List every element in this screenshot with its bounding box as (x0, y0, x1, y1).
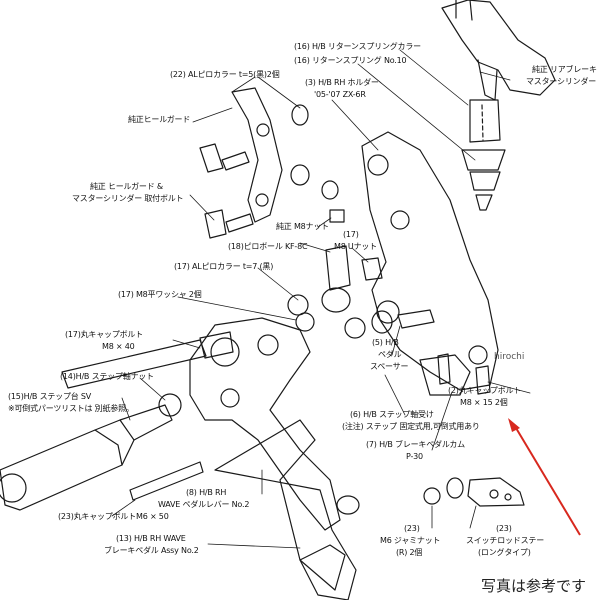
label-17-size: M8 × 40 (102, 342, 135, 351)
label-3-holder: (3) H/B RH ホルダー (305, 78, 379, 87)
label-22-collar: (22) ALピロカラー t=5(黒)2個 (170, 70, 280, 79)
label-17-washer: (17) M8平ワッシャ 2個 (118, 290, 202, 299)
mounting-bolts (199, 143, 254, 239)
label-8-lever: WAVE ペダルレバー No.2 (158, 500, 250, 509)
label-18-pillow-ball: (18)ピロボール KF-8C (228, 242, 308, 251)
label-m8-nut: 純正 M8ナット (276, 222, 329, 231)
master-cylinder-part (441, 0, 556, 211)
label-17-cap-bolt: (17)丸キャップボルト (65, 330, 144, 339)
pillow-ball-part (321, 209, 383, 313)
heel-guard-part (231, 87, 283, 223)
label-8-holder: (8) H/B RH (186, 488, 227, 497)
label-16-spring-collar: (16) H/B リターンスプリングカラー (294, 42, 421, 51)
label-7-cam: (7) H/B ブレーキペダルカム (366, 440, 465, 449)
label-23-num-a: (23) (404, 524, 420, 533)
label-6-bearing: (6) H/B ステップ軸受け (350, 410, 434, 419)
label-23-num-b: (23) (496, 524, 512, 533)
label-2-cap-bolt: (2)丸キャップボルト (448, 386, 522, 395)
label-15-step: (15)H/B ステップ台 SV (8, 392, 92, 401)
label-2-size: M8 × 15 2個 (460, 398, 508, 407)
label-13-holder: (13) H/B RH WAVE (116, 534, 186, 543)
label-17-num: (17) (343, 230, 359, 239)
label-heel-guard-bolt-2: マスターシリンダー 取付ボルト (72, 194, 184, 203)
footpeg-part (0, 404, 173, 511)
label-6-note: (注注) ステップ 固定式用,可倒式用あり (342, 422, 480, 431)
label-23-qty: (R) 2個 (396, 548, 423, 557)
pedal-lever-part (189, 317, 341, 531)
label-23-long: (ロングタイプ) (478, 548, 531, 557)
label-5-spacer: スペーサー (370, 362, 409, 371)
label-heel-guard: 純正ヒールガード (128, 115, 191, 124)
label-3-model: '05-'07 ZX-6R (314, 90, 366, 99)
label-heel-guard-bolt-1: 純正 ヒールガード & (90, 182, 163, 191)
label-17-al-collar: (17) ALピロカラー t=7 (黒) (174, 262, 274, 271)
brake-pedal-part (214, 419, 360, 600)
label-5-pedal: ペダル (378, 350, 402, 359)
label-13-pedal: ブレーキペダル Assy No.2 (104, 546, 199, 555)
label-14-shaft-nut: (14)H/B ステップ軸ナット (60, 372, 154, 381)
label-7-size: P-30 (406, 452, 423, 461)
reference-note: 写真は参考です (480, 577, 586, 595)
annotation-arrow (508, 418, 581, 536)
label-15-note: ※可倒式パーツリストは 別紙参照。 (8, 404, 134, 413)
label-rear-brake: 純正 リアブレーキ (532, 65, 597, 74)
label-23-jam-nut: M6 ジャミナット (380, 536, 441, 545)
watermark-text: hirochi (494, 352, 525, 362)
label-17-u-nut: M8 Uナット (334, 242, 377, 251)
label-5-holder: (5) H/B (372, 338, 399, 347)
label-23-bolt: (23)丸キャップボルトM6 × 50 (58, 512, 169, 521)
label-16-return-spring: (16) リターンスプリング No.10 (294, 56, 407, 65)
label-master-cylinder: マスターシリンダー (526, 77, 597, 86)
label-23-rod-stay: スイッチロッドステー (466, 536, 544, 545)
